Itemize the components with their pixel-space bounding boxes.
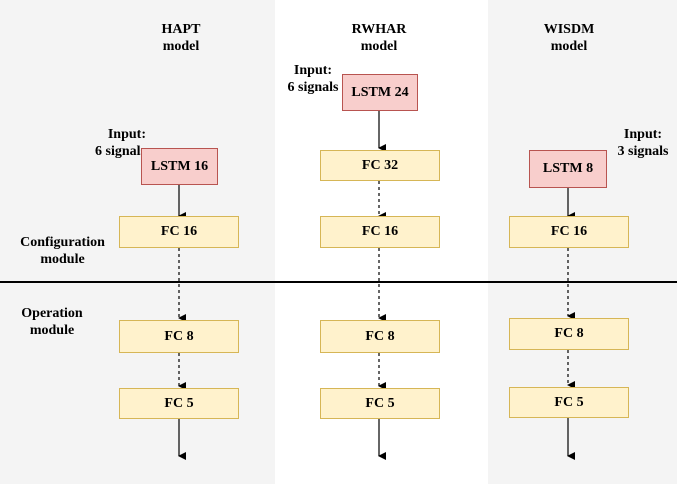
title-line: model [550, 39, 588, 54]
wisdm-lstm-block: LSTM 8 [529, 150, 607, 188]
rwhar-lstm-block: LSTM 24 [342, 74, 418, 111]
module-label-line: Configuration [20, 235, 105, 250]
hapt-fc8-block: FC 8 [119, 320, 239, 353]
wisdm-input-note: Input: 3 signals [612, 126, 674, 160]
input-signals: 6 signals [287, 80, 339, 95]
input-signals: 3 signals [617, 144, 669, 159]
input-label: Input: [107, 127, 146, 142]
wisdm-fc8-block: FC 8 [509, 318, 629, 350]
rwhar-fc8-block: FC 8 [320, 320, 440, 353]
title-line: model [162, 39, 200, 54]
input-label: Input: [293, 63, 333, 78]
rwhar-fc5-block: FC 5 [320, 388, 440, 419]
hapt-input-note: Input: 6 signals [78, 126, 158, 160]
module-divider-line [0, 281, 677, 283]
hapt-fc16-block: FC 16 [119, 216, 239, 248]
wisdm-fc5-block: FC 5 [509, 387, 629, 418]
module-label-line: module [29, 323, 75, 338]
input-signals: 6 signals [95, 144, 146, 159]
title-line: WISDM [543, 22, 595, 37]
rwhar-fc16-block: FC 16 [320, 216, 440, 248]
operation-module-label: Operation module [12, 305, 92, 339]
module-label-line: Operation [21, 306, 83, 321]
input-label: Input: [623, 127, 663, 142]
configuration-module-label: Configuration module [5, 234, 120, 268]
rwhar-input-note: Input: 6 signals [282, 62, 344, 96]
module-label-line: module [40, 252, 85, 267]
hapt-fc5-block: FC 5 [119, 388, 239, 419]
title-line: model [360, 39, 398, 54]
rwhar-model-title: RWHAR model [334, 21, 424, 55]
hapt-lstm-block: LSTM 16 [141, 148, 218, 185]
rwhar-fc32-block: FC 32 [320, 150, 440, 181]
title-line: HAPT [161, 22, 201, 37]
title-line: RWHAR [351, 22, 407, 37]
wisdm-fc16-block: FC 16 [509, 216, 629, 248]
wisdm-model-title: WISDM model [524, 21, 614, 55]
hapt-model-title: HAPT model [136, 21, 226, 55]
